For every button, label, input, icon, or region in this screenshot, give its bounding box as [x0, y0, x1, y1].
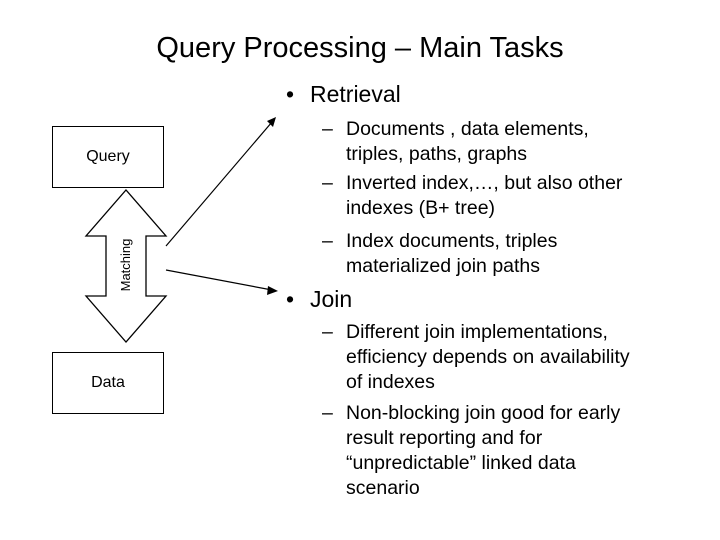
retrieval-item-text: Inverted index,…, but also other indexes… [346, 172, 623, 219]
join-item-text: Non-blocking join good for early result … [346, 402, 621, 499]
bullet-join: • Join [286, 285, 352, 313]
bullet-glyph: • [286, 286, 295, 312]
arrow-to-join [165, 269, 273, 291]
query-label: Query [86, 148, 130, 165]
arrowhead-join [267, 286, 278, 295]
bullet-glyph: • [286, 81, 295, 107]
arrowhead-retrieval [267, 117, 276, 127]
query-box [52, 126, 164, 188]
matching-label: Matching [118, 238, 133, 292]
dash-glyph: – [322, 321, 333, 343]
retrieval-item-text: Index documents, triples materialized jo… [346, 230, 558, 277]
page-title: Query Processing – Main Tasks [156, 32, 564, 64]
bullet-retrieval-label: Retrieval [310, 81, 401, 107]
dash-glyph: – [322, 230, 333, 252]
bullet-retrieval: • Retrieval [286, 80, 401, 108]
join-item-text: Different join implementations, efficien… [346, 321, 630, 393]
dash-glyph: – [322, 172, 333, 194]
arrow-to-retrieval [165, 121, 273, 247]
dash-glyph: – [322, 118, 333, 140]
bullet-join-label: Join [310, 286, 353, 312]
retrieval-item-text: Documents , data elements, triples, path… [346, 118, 589, 165]
data-box [52, 352, 164, 414]
data-label: Data [91, 374, 125, 391]
dash-glyph: – [322, 402, 333, 424]
